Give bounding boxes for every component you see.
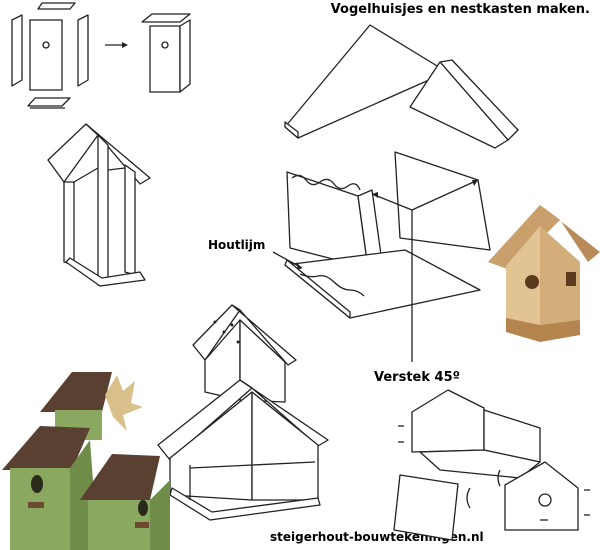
flatpack-drawing <box>393 389 590 541</box>
tall-birdhouse-drawing <box>47 123 151 287</box>
page-title: Vogelhuisjes en nestkasten maken. <box>330 2 590 17</box>
miter-label: Verstek 45º <box>374 370 460 385</box>
green-birdhouses-photo <box>2 372 170 550</box>
assembled-box-top <box>141 13 191 93</box>
exploded-box-top-left <box>11 2 89 109</box>
wooden-birdhouse-photo <box>488 205 600 342</box>
double-house-drawing <box>157 304 329 521</box>
glue-label: Houtlijm <box>208 238 266 252</box>
exploded-house-center <box>272 24 519 362</box>
arrow-right <box>105 42 128 48</box>
